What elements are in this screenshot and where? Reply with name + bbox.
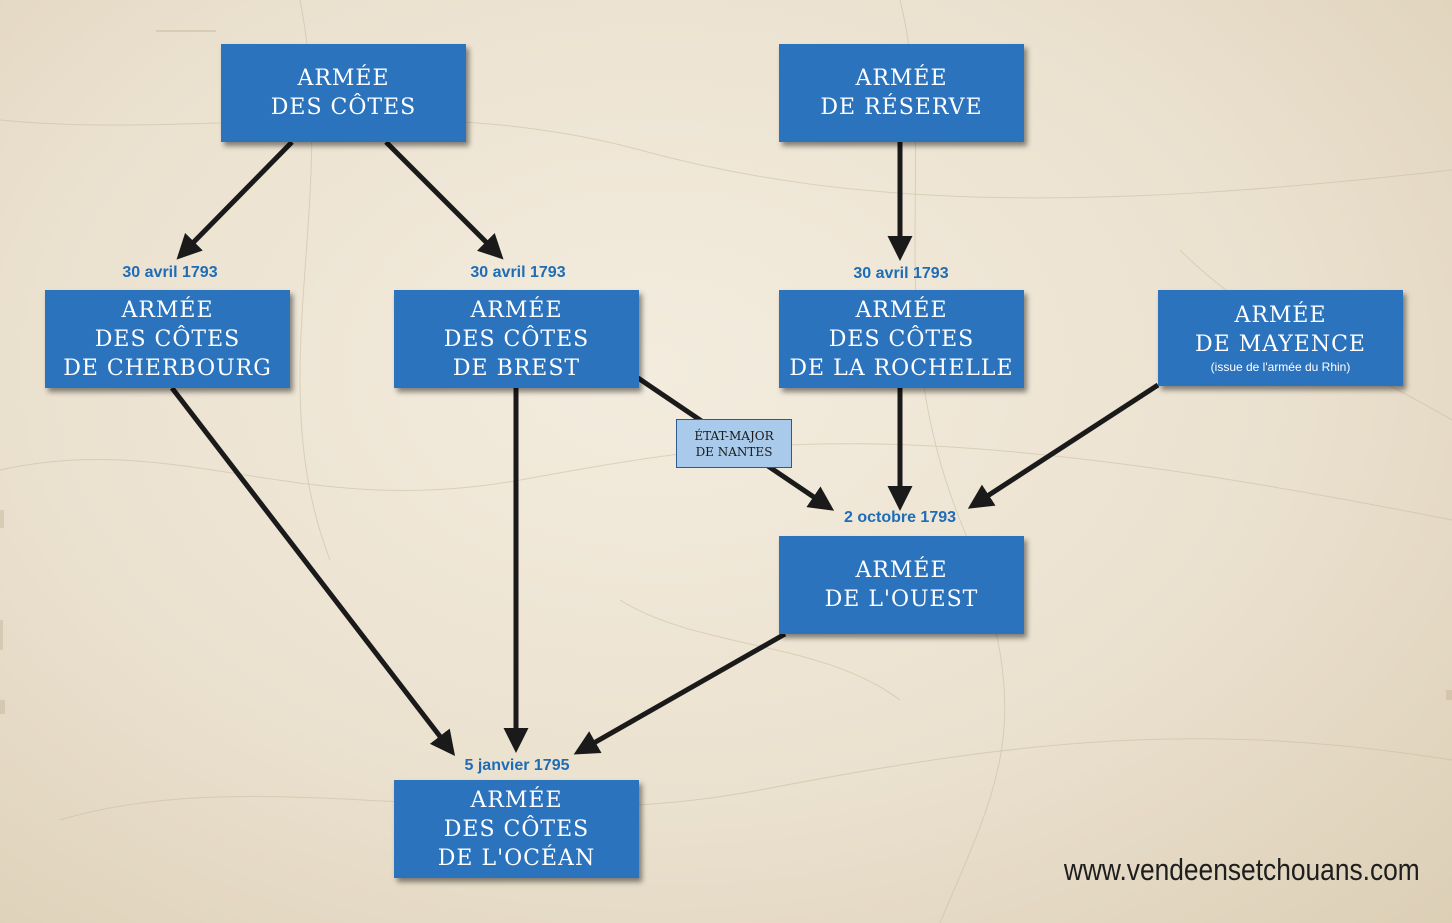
date-label-ouest: 2 octobre 1793 <box>843 509 957 526</box>
node-etat-major-nantes: État-major de Nantes <box>676 419 792 468</box>
node-label-line1: Armée <box>297 66 390 91</box>
node-armee-de-reserve: Armée de réserve <box>779 44 1024 142</box>
node-label-line1: Armée <box>470 787 563 813</box>
node-label-line2: des côtes <box>270 95 417 120</box>
node-label-line1: Armée <box>121 297 214 323</box>
node-label-line2: des côtes <box>443 326 590 352</box>
node-label-line2: des côtes <box>828 326 975 352</box>
node-label-line1: Armée <box>1234 303 1327 328</box>
node-armee-de-mayence: Armée de Mayence (issue de l'armée du Rh… <box>1158 290 1403 386</box>
node-armee-cotes-cherbourg: Armée des côtes de Cherbourg <box>45 290 290 388</box>
node-label-line2: de Mayence <box>1195 332 1366 357</box>
node-armee-cotes-la-rochelle: Armée des côtes de La Rochelle <box>779 290 1024 388</box>
date-label-brest: 30 avril 1793 <box>470 264 566 281</box>
node-armee-de-l-ouest: Armée de l'Ouest <box>779 536 1024 634</box>
date-label-cherbourg: 30 avril 1793 <box>122 264 218 281</box>
website-url: www.vendeensetchouans.com <box>1064 852 1420 887</box>
node-label-line2: de Nantes <box>695 444 773 459</box>
node-label-line1: Armée <box>470 297 563 323</box>
node-label-line3: de l'Océan <box>437 845 596 871</box>
node-armee-cotes-brest: Armée des côtes de Brest <box>394 290 639 388</box>
node-label-line3: de La Rochelle <box>789 355 1014 381</box>
node-armee-des-cotes: Armée des côtes <box>221 44 466 142</box>
node-label-line3: de Cherbourg <box>63 355 272 381</box>
node-label-line2: de réserve <box>820 95 983 120</box>
node-armee-cotes-ocean: Armée des côtes de l'Océan <box>394 780 639 878</box>
node-label-line2: des côtes <box>94 326 241 352</box>
node-label-line1: Armée <box>855 66 948 91</box>
date-label-rochelle: 30 avril 1793 <box>853 265 949 282</box>
node-label-line2: des côtes <box>443 816 590 842</box>
node-label-line1: Armée <box>855 297 948 323</box>
node-label-line3: de Brest <box>452 355 581 381</box>
node-label-line2: de l'Ouest <box>824 587 979 612</box>
node-label-line1: État-major <box>694 428 774 443</box>
node-note: (issue de l'armée du Rhin) <box>1210 360 1351 374</box>
node-label-line1: Armée <box>855 558 948 583</box>
date-label-ocean: 5 janvier 1795 <box>464 757 570 774</box>
